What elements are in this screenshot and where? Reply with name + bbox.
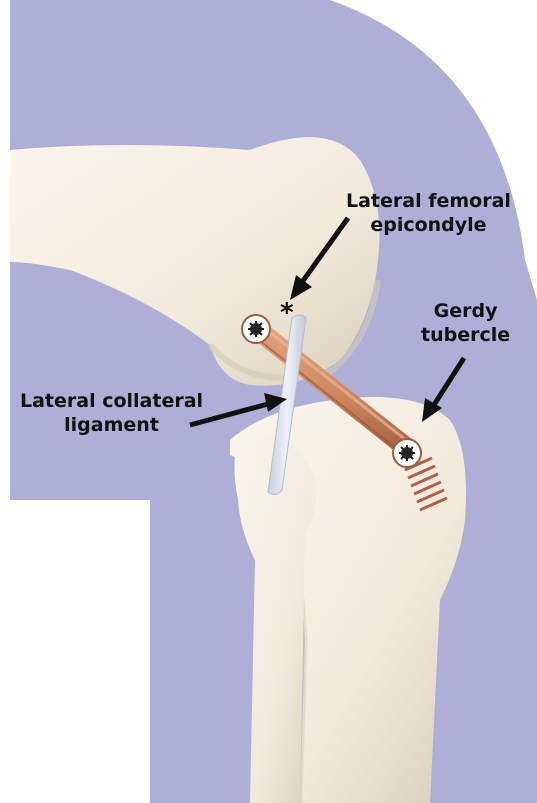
label-lateral-femoral-epicondyle: Lateral femoral epicondyle xyxy=(346,189,511,237)
label-lateral-collateral-ligament: Lateral collateral ligament xyxy=(20,389,203,437)
label-line: epicondyle xyxy=(346,213,511,237)
femoral-screw xyxy=(242,315,270,343)
tibial-screw xyxy=(393,439,421,467)
label-line: Lateral femoral xyxy=(346,189,511,213)
label-line: Lateral collateral xyxy=(20,389,203,413)
label-line: tubercle xyxy=(421,323,510,347)
label-line: Gerdy xyxy=(421,299,510,323)
label-line: ligament xyxy=(20,413,203,437)
epicondyle-asterisk-marker: * xyxy=(280,298,294,328)
label-gerdy-tubercle: Gerdy tubercle xyxy=(421,299,510,347)
